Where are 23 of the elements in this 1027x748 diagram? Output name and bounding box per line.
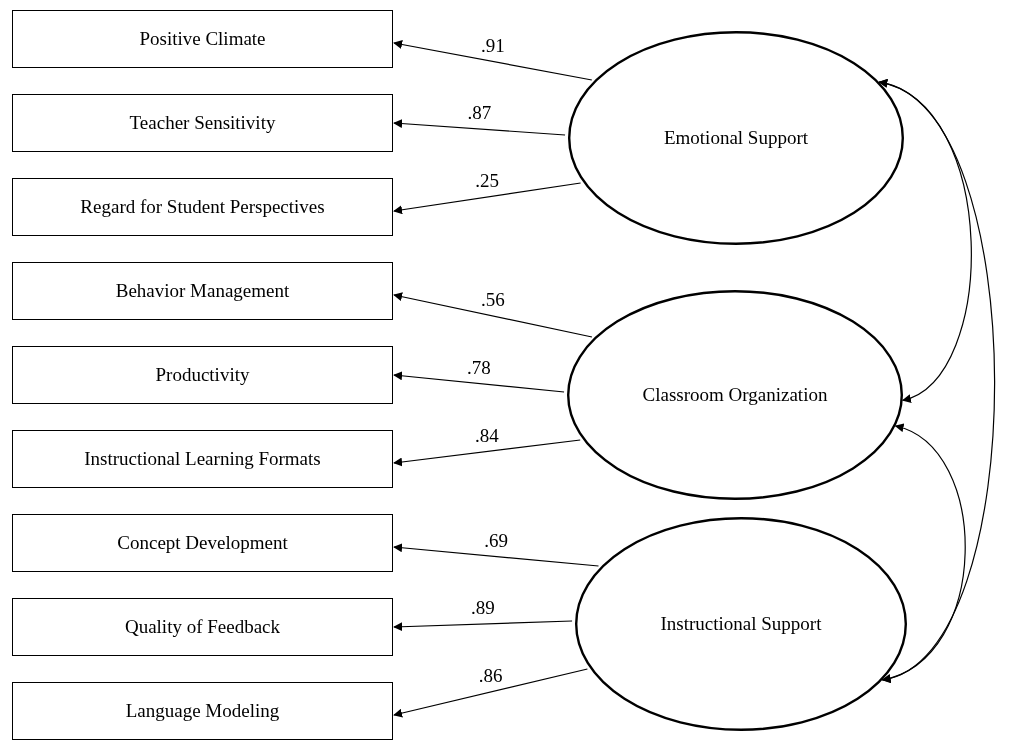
indicator-box: Language Modeling xyxy=(12,682,393,740)
arrow xyxy=(393,668,588,718)
arrow xyxy=(393,292,593,338)
arrow xyxy=(393,119,566,136)
indicator-box: Concept Development xyxy=(12,514,393,572)
indicator-box: Regard for Student Perspectives xyxy=(12,178,393,236)
arrow xyxy=(393,543,600,567)
arrow xyxy=(393,182,582,215)
arrow xyxy=(393,371,565,393)
indicator-box: Positive Climate xyxy=(12,10,393,68)
arrow xyxy=(393,40,593,81)
arrow xyxy=(393,439,581,467)
indicator-box: Instructional Learning Formats xyxy=(12,430,393,488)
double-headed-arrow xyxy=(878,80,972,401)
indicator-box: Productivity xyxy=(12,346,393,404)
indicator-box: Quality of Feedback xyxy=(12,598,393,656)
double-headed-arrow xyxy=(878,81,996,681)
factor-ellipse: Instructional Support xyxy=(575,517,907,731)
arrow xyxy=(393,620,573,632)
indicator-box: Teacher Sensitivity xyxy=(12,94,393,152)
factor-ellipse: Emotional Support xyxy=(568,31,904,245)
factor-ellipse: Classroom Organization xyxy=(567,290,903,500)
indicator-box: Behavior Management xyxy=(12,262,393,320)
